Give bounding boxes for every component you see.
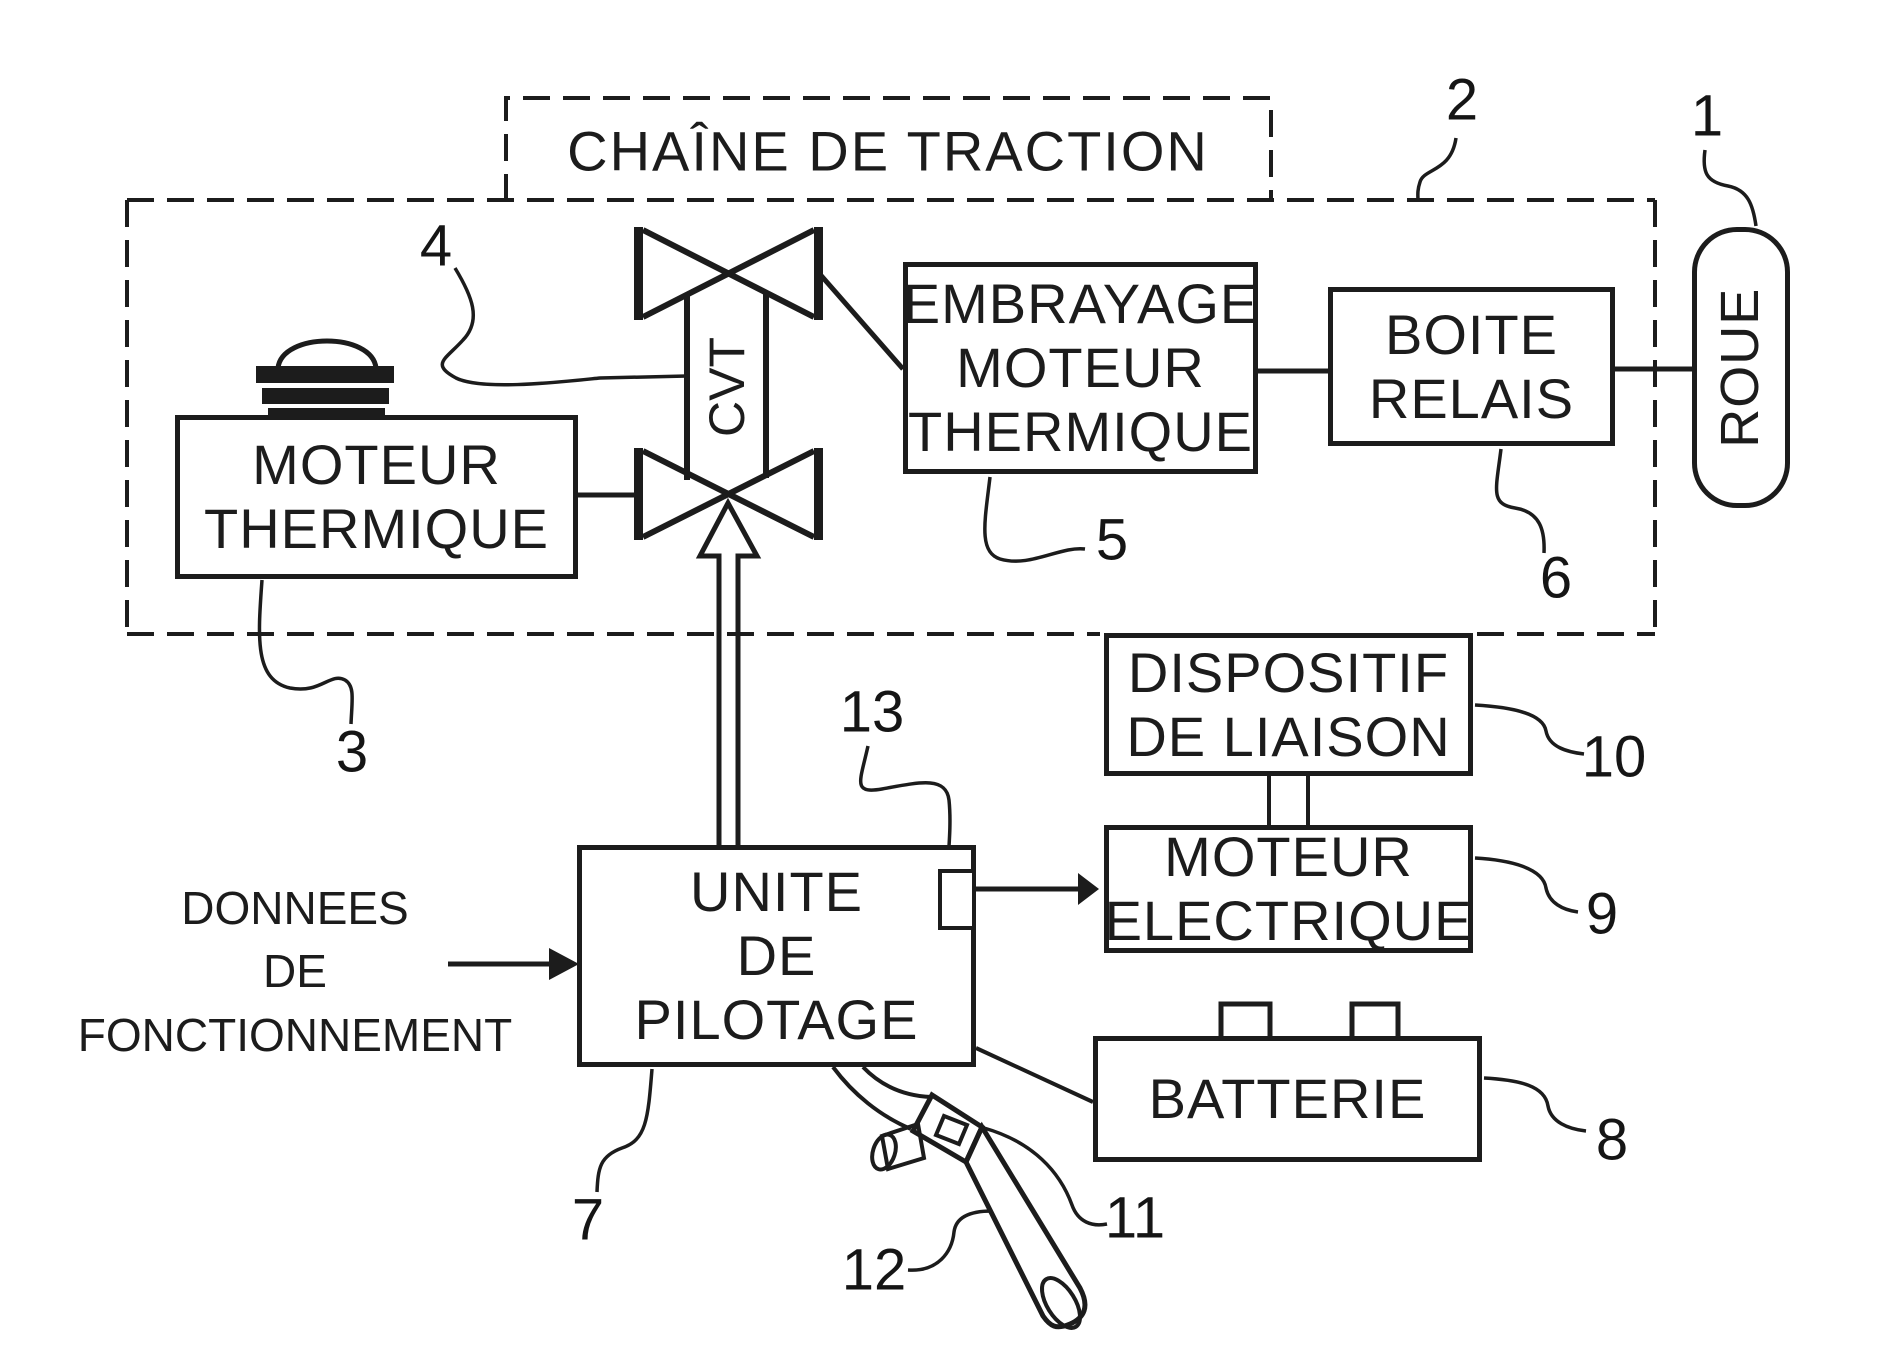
ref-2-chaine: 2 bbox=[1445, 67, 1479, 133]
ref-7-unite: 7 bbox=[571, 1187, 605, 1253]
block-moteur-thermique-label: MOTEUR THERMIQUE bbox=[204, 433, 549, 560]
block-roue: ROUE bbox=[1692, 227, 1790, 508]
donnees-fonctionnement-label: DONNEES DE FONCTIONNEMENT bbox=[77, 881, 513, 1061]
block-dispositif-liaison: DISPOSITIF DE LIAISON bbox=[1104, 633, 1473, 776]
title-dashed-frame bbox=[504, 96, 1273, 201]
ref-6-boite-relais: 6 bbox=[1539, 545, 1573, 611]
link-cvt-embrayage bbox=[816, 270, 905, 371]
throttle-grip-icon bbox=[831, 1065, 1088, 1330]
block-boite-relais-label: BOITE RELAIS bbox=[1368, 302, 1575, 430]
block-embrayage-label: EMBRAYAGE MOTEUR THERMIQUE bbox=[902, 272, 1259, 463]
leader-ref-3 bbox=[257, 579, 354, 725]
ref-5-embrayage: 5 bbox=[1095, 507, 1129, 573]
ref-13-sortie: 13 bbox=[839, 679, 905, 745]
ref-4-cvt: 4 bbox=[419, 213, 453, 279]
leader-ref-6 bbox=[1494, 448, 1546, 554]
command-up-arrow bbox=[695, 497, 762, 845]
ref-11-capteur: 11 bbox=[1104, 1185, 1166, 1251]
leader-ref-11 bbox=[983, 1126, 1108, 1227]
block-unite-pilotage: UNITE DE PILOTAGE bbox=[577, 845, 976, 1067]
leader-ref-1 bbox=[1702, 149, 1758, 227]
block-embrayage: EMBRAYAGE MOTEUR THERMIQUE bbox=[903, 262, 1258, 474]
block-cvt-label: CVT bbox=[699, 337, 755, 437]
leader-ref-13 bbox=[859, 745, 952, 887]
ref-3-moteur-thermique: 3 bbox=[335, 719, 369, 785]
leader-ref-4 bbox=[440, 267, 688, 387]
block-batterie-label: BATTERIE bbox=[1148, 1067, 1427, 1131]
leader-ref-9 bbox=[1474, 856, 1579, 914]
ref-9-moteur-electrique: 9 bbox=[1585, 881, 1619, 947]
block-moteur-electrique: MOTEUR ELECTRIQUE bbox=[1104, 825, 1473, 953]
block-moteur-electrique-label: MOTEUR ELECTRIQUE bbox=[1104, 825, 1473, 952]
cvt-pulley-icon bbox=[634, 227, 823, 540]
piston-icon bbox=[256, 338, 394, 422]
leader-ref-7 bbox=[595, 1068, 654, 1193]
block-roue-label: ROUE bbox=[1710, 287, 1771, 448]
arrow-unite-to-moteur-electrique bbox=[976, 873, 1099, 905]
ref-12-poignee: 12 bbox=[841, 1237, 907, 1303]
block-batterie: BATTERIE bbox=[1093, 1036, 1482, 1162]
link-unite-batterie bbox=[975, 1046, 1094, 1104]
unite-output-port bbox=[938, 869, 976, 930]
leader-ref-2 bbox=[1416, 137, 1458, 202]
block-dispositif-liaison-label: DISPOSITIF DE LIAISON bbox=[1126, 640, 1451, 768]
block-unite-pilotage-label: UNITE DE PILOTAGE bbox=[634, 860, 919, 1051]
traction-chain-title: CHAÎNE DE TRACTION bbox=[567, 119, 1209, 183]
arrow-donnees-to-unite bbox=[448, 948, 579, 980]
ref-10-dispositif: 10 bbox=[1581, 724, 1647, 790]
leader-ref-5 bbox=[983, 476, 1086, 563]
block-moteur-thermique: MOTEUR THERMIQUE bbox=[175, 415, 578, 579]
battery-terminals-icon bbox=[1218, 1001, 1401, 1043]
leader-ref-12 bbox=[907, 1209, 993, 1272]
leader-ref-8 bbox=[1483, 1076, 1587, 1133]
ref-1-roue: 1 bbox=[1690, 83, 1724, 149]
leader-ref-10 bbox=[1474, 703, 1585, 756]
ref-8-batterie: 8 bbox=[1595, 1107, 1629, 1173]
block-boite-relais: BOITE RELAIS bbox=[1328, 287, 1615, 446]
traction-chain-dashed-frame bbox=[125, 198, 1657, 636]
